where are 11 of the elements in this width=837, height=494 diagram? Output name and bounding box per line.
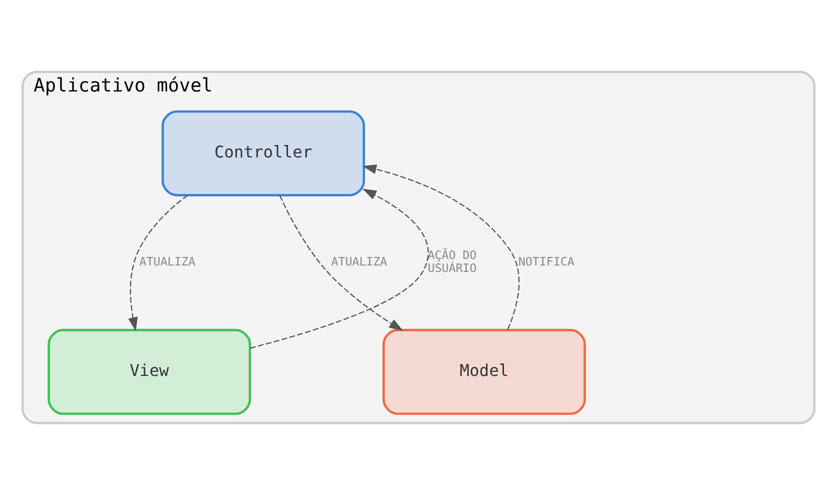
edge-label: ATUALIZA: [139, 254, 196, 268]
arrow: [362, 164, 520, 330]
node-box: Controller: [162, 110, 366, 196]
edge-label: NOTIFICA: [518, 254, 574, 268]
arrow: [279, 194, 404, 330]
node-box: View: [48, 328, 252, 414]
edge-label: AÇÃO DO USUÁRIO: [428, 248, 477, 274]
node-box: Model: [382, 328, 586, 414]
arrow: [250, 188, 429, 348]
arrow: [128, 194, 188, 331]
edge-label: ATUALIZA: [331, 254, 388, 268]
